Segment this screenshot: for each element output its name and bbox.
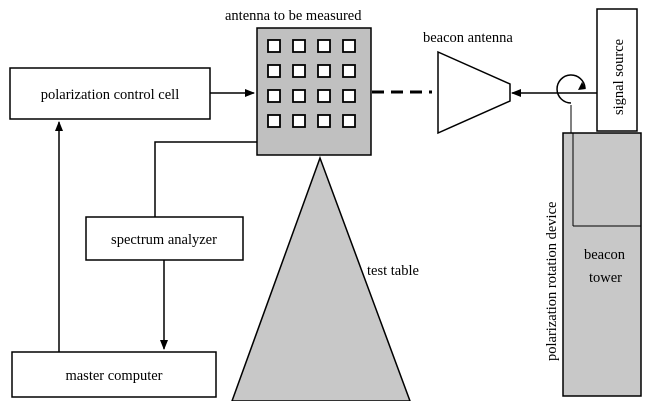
master-computer-label: master computer xyxy=(65,368,162,384)
antenna-to-be-measured-label: antenna to be measured xyxy=(225,8,362,24)
array-element xyxy=(267,39,281,53)
array-element xyxy=(292,89,306,103)
array-element xyxy=(267,64,281,78)
array-element xyxy=(317,89,331,103)
array-element xyxy=(342,64,356,78)
beacon-tower xyxy=(562,132,642,397)
array-element xyxy=(267,89,281,103)
antenna-array-elements xyxy=(267,39,356,128)
array-element xyxy=(317,64,331,78)
array-element xyxy=(342,39,356,53)
array-element xyxy=(267,114,281,128)
signal-source-label: signal source xyxy=(611,39,627,115)
test-table-label: test table xyxy=(367,263,419,279)
spectrum-analyzer-label: spectrum analyzer xyxy=(111,232,217,248)
array-element xyxy=(317,114,331,128)
beacon-tower-label-line2: tower xyxy=(589,270,622,286)
array-element xyxy=(292,114,306,128)
polarization-control-cell-box xyxy=(9,67,211,120)
polarization-rotation-device-label: polarization rotation device xyxy=(544,202,560,361)
polarization-control-cell-label: polarization control cell xyxy=(41,87,180,103)
beacon-antenna-label: beacon antenna xyxy=(423,30,513,46)
beacon-antenna-horn xyxy=(437,50,511,135)
array-element xyxy=(342,114,356,128)
polarization-rotation-icon xyxy=(556,74,586,133)
array-element xyxy=(292,39,306,53)
spectrum-analyzer-box xyxy=(85,216,244,261)
test-table xyxy=(231,155,411,401)
array-element xyxy=(292,64,306,78)
beacon-tower-label-line1: beacon xyxy=(584,247,626,263)
array-element xyxy=(317,39,331,53)
array-to-analyzer-line xyxy=(154,141,257,217)
array-element xyxy=(342,89,356,103)
signal-source-box xyxy=(596,8,638,132)
master-computer-box xyxy=(11,351,217,398)
